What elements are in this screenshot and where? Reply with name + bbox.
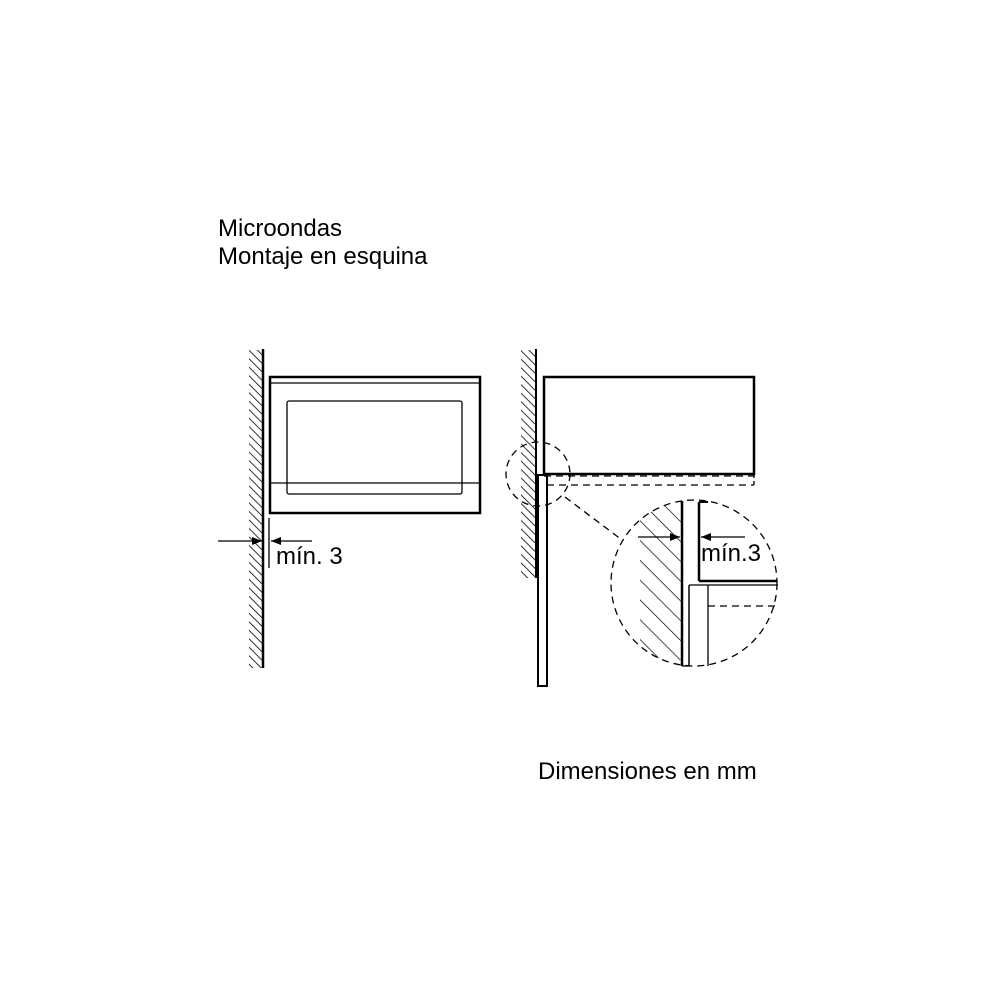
left-view-front <box>218 349 482 668</box>
cabinet-side-panel <box>535 474 548 687</box>
title-line-mounting: Montaje en esquina <box>218 243 428 270</box>
clearance-dimension-left <box>218 518 312 568</box>
right-view-side <box>505 349 756 687</box>
detail-callout-circle <box>505 441 623 541</box>
microwave-front <box>268 375 482 515</box>
wall-hatched-right <box>521 349 537 578</box>
clearance-label-left: mín. 3 <box>276 543 343 570</box>
clearance-label-detail: mín.3 <box>701 540 762 567</box>
diagram-title: Microondas Montaje en esquina <box>218 215 427 271</box>
units-note: Dimensiones en mm <box>538 758 757 785</box>
detail-magnified-view <box>610 499 778 667</box>
wall-hatched-left <box>249 349 265 668</box>
title-line-product: Microondas <box>218 215 343 242</box>
microwave-side <box>542 375 756 486</box>
